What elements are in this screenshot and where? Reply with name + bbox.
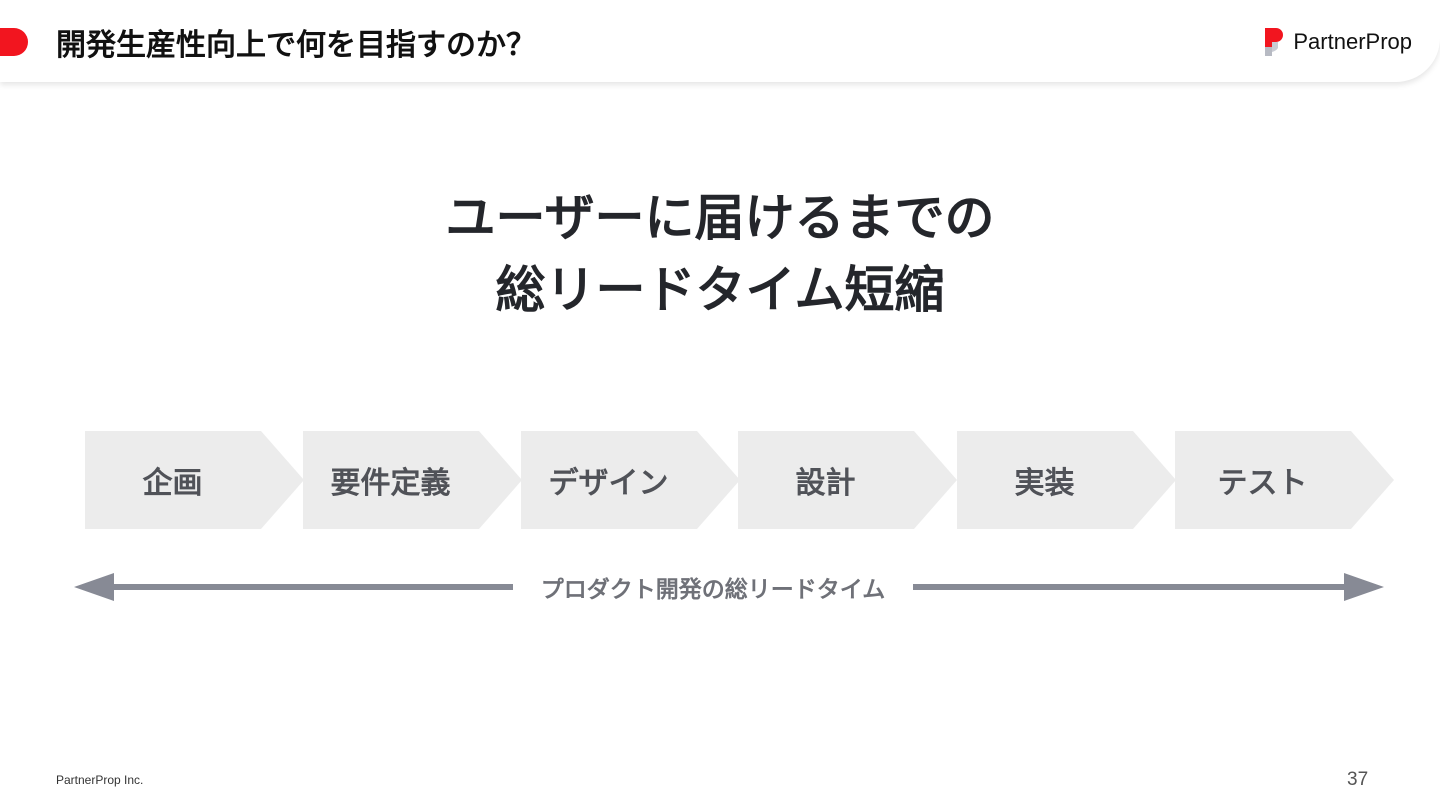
brand: PartnerProp <box>1263 26 1412 58</box>
slide-title: 開発生産性向上で何を目指すのか？ <box>56 28 536 63</box>
process-step-requirements: 要件定義 <box>303 431 522 529</box>
page-number: 37 <box>1347 769 1369 790</box>
process-step-testing: テスト <box>1175 431 1394 529</box>
process-step-label: テスト <box>1217 466 1308 501</box>
headline: ユーザーに届けるまでの 総リードタイム短縮 <box>0 182 1440 326</box>
lead-time-label: プロダクト開発の総リードタイム <box>540 577 886 603</box>
process-step-label: デザイン <box>548 466 669 501</box>
process-step-label: 実装 <box>1014 466 1075 501</box>
process-step-planning: 企画 <box>85 431 304 529</box>
partnerprop-logo-icon <box>1265 28 1284 56</box>
header-accent-marker <box>0 28 28 56</box>
double-arrow-icon <box>74 573 1384 601</box>
process-step-implementation: 実装 <box>957 431 1176 529</box>
process-flow: 企画 要件定義 デザイン 設計 実装 テスト <box>0 431 1440 529</box>
process-step-design: デザイン <box>521 431 740 529</box>
process-step-architecture: 設計 <box>738 431 957 529</box>
lead-time-arrow: プロダクト開発の総リードタイム <box>0 560 1440 616</box>
brand-name: PartnerProp <box>1293 29 1412 54</box>
footer-company: PartnerProp Inc. <box>56 773 144 787</box>
process-step-label: 企画 <box>142 466 203 501</box>
process-step-label: 設計 <box>795 466 856 501</box>
headline-line-2: 総リードタイム短縮 <box>495 261 945 319</box>
process-step-label: 要件定義 <box>330 466 451 501</box>
slide-header: 開発生産性向上で何を目指すのか？ PartnerProp <box>0 0 1440 82</box>
headline-line-1: ユーザーに届けるまでの <box>445 189 995 247</box>
